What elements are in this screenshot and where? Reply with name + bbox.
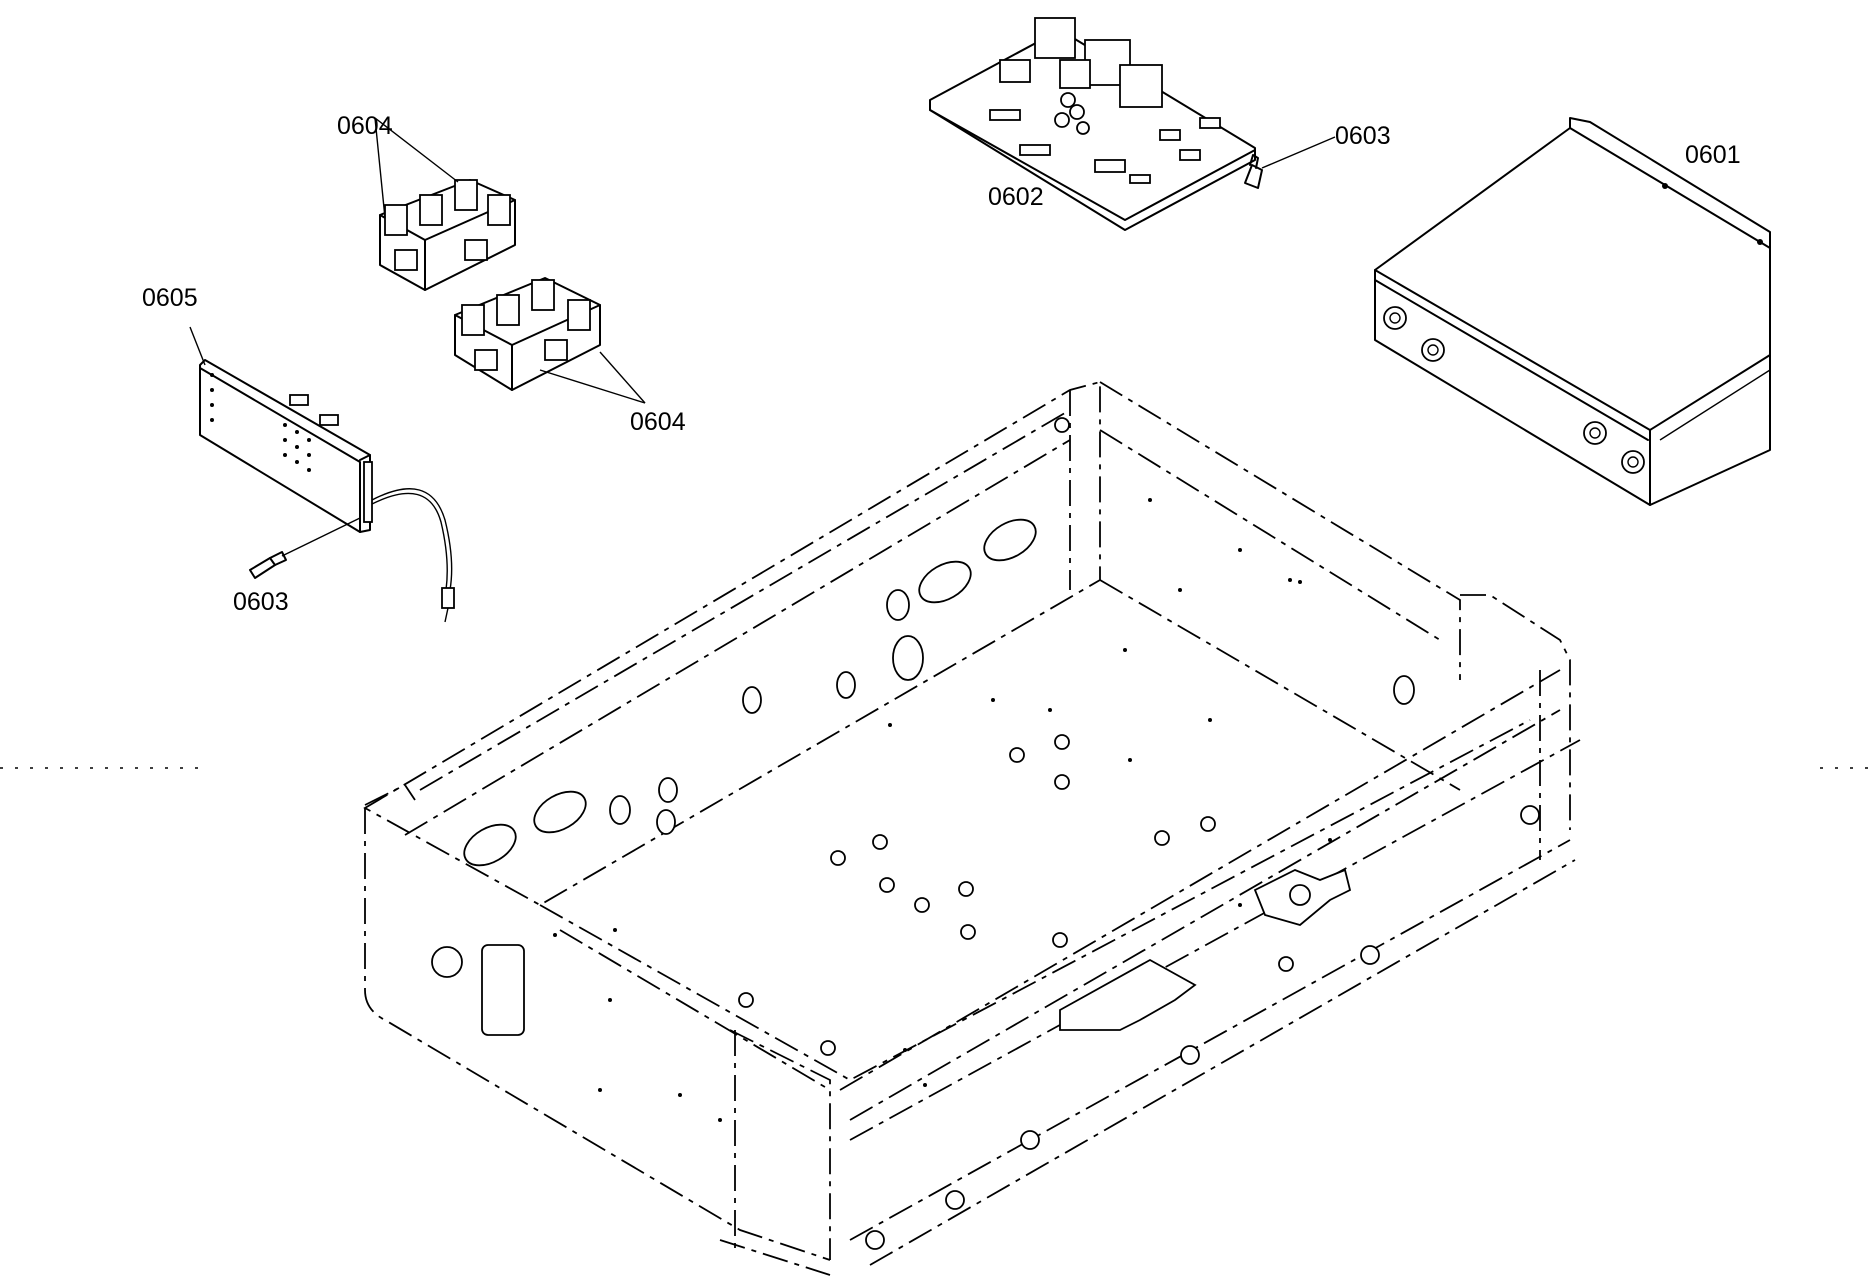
leader-0604-lower-a <box>539 369 646 404</box>
housing-cover-part <box>1374 117 1771 506</box>
leader-0605 <box>189 326 206 366</box>
display-board-part <box>199 359 455 623</box>
callout-0603-bottom: 0603 <box>233 588 289 616</box>
relay-block-lower-part <box>454 277 601 391</box>
control-board-part <box>929 17 1256 231</box>
callout-0604-upper: 0604 <box>337 112 393 140</box>
callout-0601: 0601 <box>1685 141 1741 169</box>
leader-0604-upper-a <box>374 117 386 219</box>
callout-0604-lower: 0604 <box>630 408 686 436</box>
fastener-top-part <box>1244 136 1336 189</box>
chassis-frame <box>363 380 1581 1276</box>
callout-0602: 0602 <box>988 183 1044 211</box>
callout-0603-top: 0603 <box>1335 122 1391 150</box>
leader-0604-lower-b <box>599 351 646 404</box>
fastener-bottom-part <box>249 517 361 579</box>
callout-0605: 0605 <box>142 284 198 312</box>
relay-block-upper-part <box>379 179 516 291</box>
leader-0604-upper-b <box>374 117 459 183</box>
